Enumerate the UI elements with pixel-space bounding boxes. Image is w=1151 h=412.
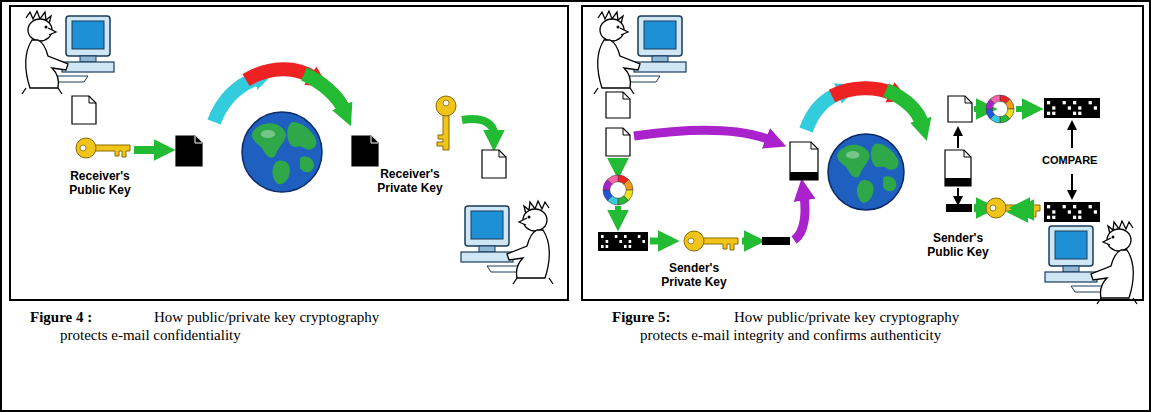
key-icon: [76, 138, 130, 158]
key-icon: [684, 231, 738, 251]
transit-arrow: [304, 74, 344, 110]
hash-digest: [1044, 98, 1100, 118]
globe-icon: [242, 112, 322, 192]
user-at-computer: [594, 11, 686, 94]
figure-caption: How public/private key cryptography prot…: [60, 308, 420, 344]
hash-function-wheel: [986, 95, 1014, 123]
arrow: [974, 204, 980, 212]
globe-icon: [828, 134, 904, 210]
hash-function-wheel: [603, 175, 633, 205]
user-at-computer: [1045, 221, 1137, 304]
document-icon: [790, 142, 818, 180]
arrow: [615, 206, 621, 214]
arrow: [650, 238, 662, 245]
key-label: Receiver's Private Key: [368, 168, 452, 196]
key-label: Receiver's Public Key: [58, 170, 142, 198]
document-icon: [176, 136, 202, 166]
arrow: [974, 106, 980, 112]
document-icon: [352, 136, 378, 166]
document-icon: [482, 150, 506, 178]
signature-block: [762, 237, 790, 245]
arrow: [957, 188, 959, 198]
arrow: [742, 238, 748, 245]
signature-block: [946, 204, 972, 212]
arrow: [634, 130, 770, 140]
arrow: [1030, 210, 1036, 211]
arrow: [1071, 174, 1073, 192]
document-icon: [72, 96, 96, 124]
transit-arrow: [886, 90, 922, 124]
panel-border: [582, 6, 1143, 300]
document-icon: [606, 128, 630, 156]
document-icon: [606, 92, 630, 118]
key-label: Sender's Private Key: [652, 262, 736, 290]
arrow: [615, 158, 621, 162]
key-icon: [436, 96, 456, 150]
arrow: [1028, 212, 1040, 213]
arrow: [1071, 128, 1073, 148]
arrow: [794, 196, 805, 240]
figure-caption: How public/private key cryptography prot…: [640, 308, 1000, 344]
document-icon: [948, 96, 972, 122]
compare-label: COMPARE: [1042, 154, 1097, 167]
document-icon: [945, 150, 971, 186]
arrow: [134, 146, 158, 154]
arrow: [1024, 212, 1038, 213]
figure-number: Figure 4 :: [30, 308, 92, 326]
hash-digest: [598, 232, 648, 251]
arrow: [957, 134, 959, 148]
key-icon: [986, 198, 1040, 218]
key-label: Sender's Public Key: [916, 232, 1000, 260]
panel-border: [10, 6, 568, 300]
arrow: [462, 119, 494, 134]
user-at-computer: [461, 201, 553, 284]
arrow: [1016, 106, 1026, 112]
arrow: [1026, 208, 1040, 209]
user-at-computer: [22, 11, 114, 94]
hash-digest: [1044, 202, 1100, 222]
figure-number: Figure 5:: [612, 308, 670, 326]
